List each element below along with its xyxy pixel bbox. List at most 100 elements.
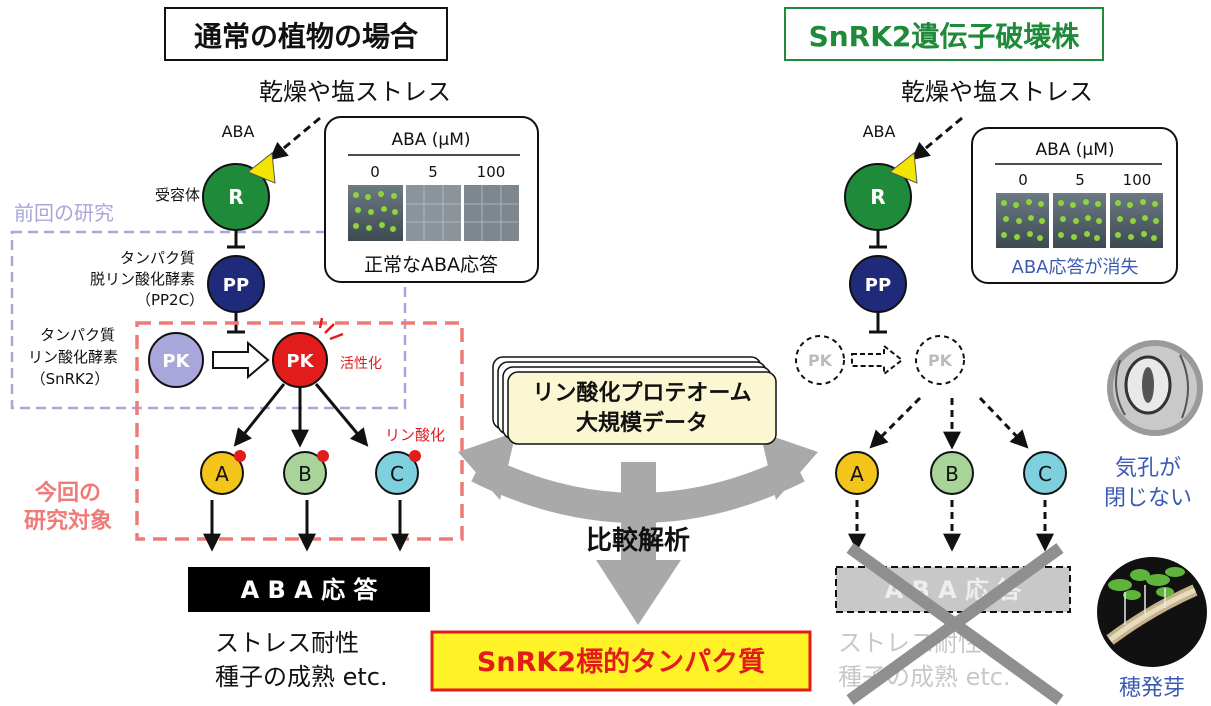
left-pp-label-3: （PP2C）: [136, 291, 204, 309]
right-pp-text: PP: [865, 275, 891, 296]
right-activation-arrow: [851, 343, 904, 377]
left-pk-inactive-node: [148, 332, 204, 388]
left-pk-label-1: タンパク質: [40, 326, 115, 344]
sprouting-image: [1097, 557, 1207, 667]
right-stress-arrow: [911, 116, 963, 161]
left-inset-conc-1: 5: [428, 163, 438, 181]
right-inset-title: ABA (μM): [1035, 140, 1114, 160]
comparison-arrowhead-left: [458, 432, 516, 500]
left-pp-label-2: 脱リン酸化酵素: [90, 270, 195, 288]
left-response-text: A B A 応 答: [241, 576, 379, 604]
right-receptor-text: R: [870, 185, 885, 209]
left-phospho-dot-b: [317, 450, 329, 462]
left-inset-caption: 正常なABA応答: [364, 254, 498, 276]
stomata-image: [1107, 340, 1203, 436]
right-plate-seedlings: [1001, 199, 1159, 241]
left-node-a-text: A: [215, 462, 229, 486]
result-box: [430, 630, 812, 692]
left-arrow-pk-c: [314, 383, 369, 447]
left-plate-2: [464, 185, 519, 241]
left-pk-label-2: リン酸化酵素: [28, 348, 118, 366]
comparison-label: 比較解析: [586, 525, 690, 556]
right-pk-active-text: PK: [928, 351, 953, 370]
left-stress-arrow: [269, 116, 321, 161]
left-node-c: [375, 451, 419, 495]
left-response-box: [188, 567, 430, 612]
left-phospho-dot-c: [409, 450, 421, 462]
sprouting-label: 穂発芽: [1119, 676, 1185, 701]
right-title: SnRK2遺伝子破壊株: [809, 20, 1081, 53]
left-inset-conc-0: 0: [370, 163, 380, 181]
right-aba-label: ABA: [863, 122, 896, 141]
comparison-arrowhead-right: [760, 432, 818, 500]
right-node-c-text: C: [1038, 462, 1052, 486]
left-plate-1: [406, 185, 461, 241]
left-pp-text: PP: [223, 275, 249, 296]
right-arrow-pk-c: [978, 396, 1029, 449]
left-title: 通常の植物の場合: [194, 20, 419, 53]
right-node-b-text: B: [945, 462, 959, 486]
right-stress-label: 乾燥や塩ストレス: [901, 78, 1093, 106]
current-study-box: [135, 321, 464, 541]
left-title-box: [164, 7, 448, 61]
previous-study-box: [10, 230, 407, 410]
right-node-a: [835, 451, 879, 495]
left-outcome-1: ストレス耐性: [215, 629, 359, 657]
left-pk-active-text: PK: [286, 351, 314, 372]
left-pk-active-node: [272, 332, 328, 388]
result-text: SnRK2標的タンパク質: [477, 646, 765, 678]
left-plate-grid: [406, 185, 519, 241]
left-pp-label-1: タンパク質: [120, 249, 195, 267]
activation-label: 活性化: [340, 356, 382, 372]
right-panel: SnRK2遺伝子破壊株 乾燥や塩ストレス ABA R PP PK PK A B …: [784, 7, 1207, 705]
right-inset: ABA (μM) 0 5 100 ABA応答が消失: [971, 127, 1178, 284]
current-study-label-1: 今回の: [35, 480, 101, 506]
right-inset-caption: ABA応答が消失: [1012, 257, 1139, 278]
left-receptor-label: 受容体: [155, 186, 200, 204]
phosphorylation-label: リン酸化: [385, 426, 445, 444]
left-inset-title: ABA (μM): [391, 130, 470, 150]
right-inset-conc-1: 5: [1075, 171, 1085, 189]
right-inset-conc-2: 100: [1123, 171, 1152, 189]
left-pk-inactive-text: PK: [162, 351, 190, 372]
left-arrow-pk-a: [233, 383, 286, 447]
stomata-label-2: 閉じない: [1104, 486, 1192, 511]
right-pk-inactive-node: [795, 335, 845, 385]
current-study-label-2: 研究対象: [24, 508, 112, 534]
data-card: [507, 371, 777, 445]
left-stress-label: 乾燥や塩ストレス: [259, 78, 451, 106]
cross-mark-line-2: [846, 543, 1064, 705]
data-card-line-2: 大規模データ: [576, 410, 708, 436]
left-pk-label-3: （SnRK2）: [31, 370, 110, 388]
right-pk-inactive-text: PK: [808, 351, 833, 370]
right-node-b: [930, 451, 974, 495]
left-node-b-text: B: [298, 462, 312, 486]
left-phospho-dot-a: [234, 450, 246, 462]
right-aba-triangle: [889, 152, 918, 184]
left-aba-triangle: [247, 152, 276, 184]
right-arrow-pk-a: [869, 396, 922, 449]
left-node-a: [200, 451, 244, 495]
left-panel: 通常の植物の場合 乾燥や塩ストレス ABA 前回の研究 受容体 R タンパク質 …: [10, 7, 539, 691]
right-node-a-text: A: [850, 462, 864, 486]
left-aba-label: ABA: [222, 122, 255, 141]
activation-spark: [318, 317, 344, 341]
left-activation-arrow: [212, 340, 270, 380]
left-node-b: [283, 451, 327, 495]
data-card-line-1: リン酸化プロテオーム: [532, 380, 751, 406]
left-inset: ABA (μM) 0 5 100 正常なABA応答: [324, 116, 539, 283]
down-arrow-stem: [621, 462, 656, 562]
left-node-c-text: C: [390, 462, 404, 486]
left-plate-0-seedlings: [353, 191, 398, 232]
right-title-box: [784, 7, 1104, 61]
stomata-label-1: 気孔が: [1115, 456, 1181, 481]
previous-study-label: 前回の研究: [14, 201, 114, 225]
right-inset-conc-0: 0: [1018, 171, 1028, 189]
down-arrow-head: [596, 560, 681, 625]
center-panel: リン酸化プロテオーム 大規模データ 比較解析 SnRK2標的タンパク質: [430, 356, 818, 692]
right-pk-active-node: [915, 335, 965, 385]
left-inset-conc-2: 100: [477, 163, 506, 181]
left-receptor-text: R: [228, 185, 243, 209]
left-outcome-2: 種子の成熟 etc.: [215, 663, 388, 691]
